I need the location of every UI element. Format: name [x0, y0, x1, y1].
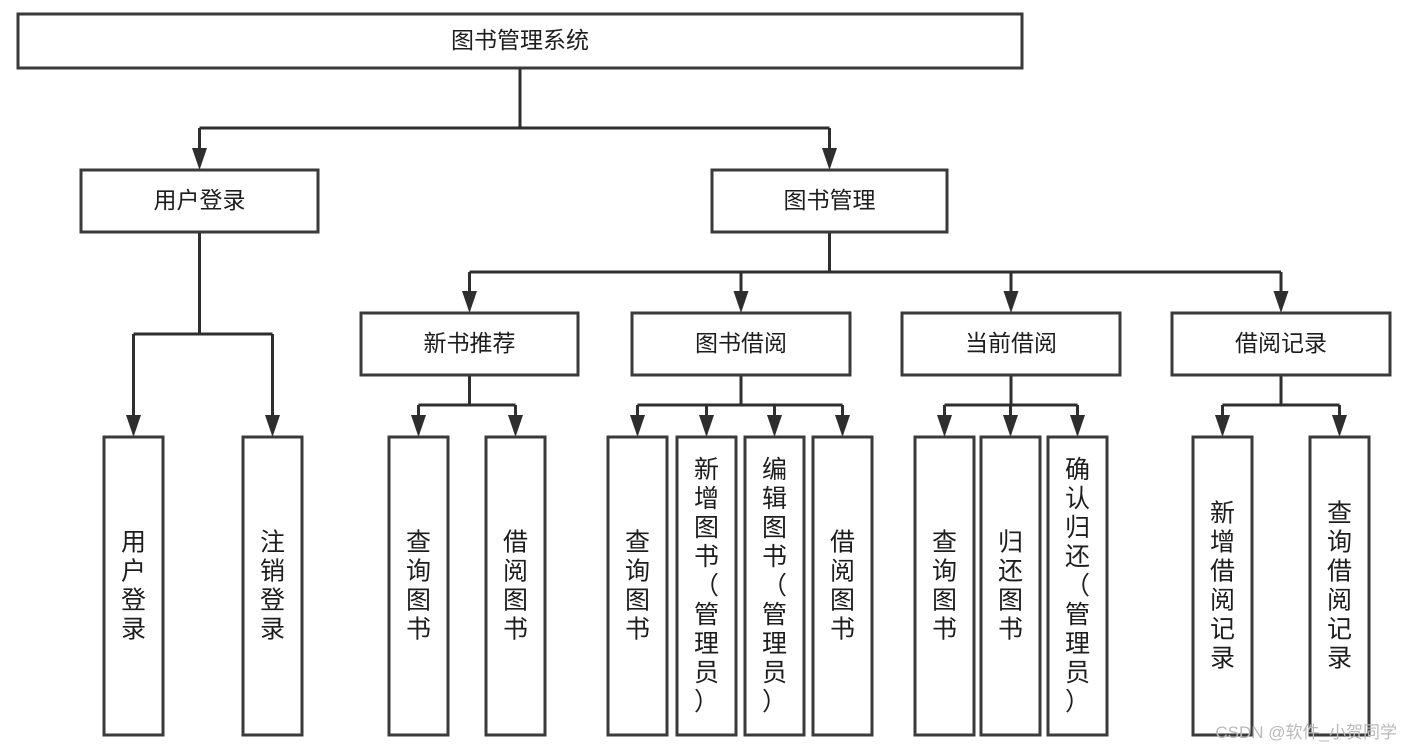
connector-group-login	[126, 232, 280, 437]
watermark-label: CSDN @软件_小贺同学	[1215, 723, 1397, 742]
node-leaf-new-borrow[interactable]: 借阅图书	[484, 435, 547, 737]
node-box-leaf-current-query[interactable]	[913, 435, 976, 737]
node-box-record[interactable]	[1170, 311, 1392, 377]
arrow-head-icon	[767, 415, 782, 437]
node-label-leaf-record-query: 查询借阅记录	[1327, 500, 1352, 673]
node-label-root: 图书管理系统	[451, 27, 589, 53]
arrow-head-icon	[265, 415, 280, 437]
node-login[interactable]: 用户登录	[79, 168, 320, 234]
node-leaf-borrow-query[interactable]: 查询图书	[606, 435, 669, 737]
node-box-leaf-new-query[interactable]	[387, 435, 450, 737]
node-label-leaf-record-add: 新增借阅记录	[1210, 500, 1235, 673]
node-leaf-borrow-add[interactable]: 新增图书（管理员）	[675, 435, 738, 737]
node-leaf-record-query[interactable]: 查询借阅记录	[1308, 435, 1371, 737]
arrow-head-icon	[192, 148, 207, 170]
node-label-record: 借阅记录	[1235, 330, 1327, 356]
connector-group-borrow	[630, 375, 850, 437]
arrow-head-icon	[733, 291, 749, 313]
node-label-leaf-borrow-add: 新增图书（管理员）	[694, 456, 719, 716]
arrow-head-icon	[411, 415, 426, 437]
node-layer: 图书管理系统用户登录图书管理新书推荐图书借阅当前借阅借阅记录用户登录注销登录查询…	[16, 12, 1392, 737]
node-root[interactable]: 图书管理系统	[16, 12, 1024, 70]
node-leaf-user-login[interactable]: 用户登录	[102, 435, 165, 737]
arrow-head-icon	[1003, 291, 1019, 313]
node-box-borrow[interactable]	[630, 311, 852, 377]
node-label-leaf-user-logout: 注销登录	[260, 529, 285, 644]
node-box-leaf-borrow-query[interactable]	[606, 435, 669, 737]
node-box-current[interactable]	[900, 311, 1122, 377]
node-label-leaf-borrow-lend: 借阅图书	[830, 529, 855, 644]
node-box-leaf-record-add[interactable]	[1191, 435, 1254, 737]
node-leaf-current-confirm[interactable]: 确认归还（管理员）	[1046, 435, 1109, 737]
connector-group-record	[1215, 375, 1347, 437]
node-leaf-record-add[interactable]: 新增借阅记录	[1191, 435, 1254, 737]
arrow-head-icon	[462, 291, 477, 313]
arrow-head-icon	[508, 415, 523, 437]
node-box-leaf-record-query[interactable]	[1308, 435, 1371, 737]
node-borrow[interactable]: 图书借阅	[630, 311, 852, 377]
node-box-leaf-borrow-lend[interactable]	[811, 435, 874, 737]
node-label-leaf-borrow-query: 查询图书	[625, 529, 650, 644]
node-label-newbook: 新书推荐	[424, 330, 516, 356]
node-leaf-user-logout[interactable]: 注销登录	[241, 435, 304, 737]
node-leaf-borrow-edit[interactable]: 编辑图书（管理员）	[743, 435, 806, 737]
arrow-head-icon	[1215, 415, 1230, 437]
connector-group-current	[937, 375, 1085, 437]
node-label-login: 用户登录	[154, 187, 246, 213]
node-label-leaf-current-query: 查询图书	[932, 529, 957, 644]
node-box-newbook[interactable]	[359, 311, 580, 377]
node-leaf-current-return[interactable]: 归还图书	[979, 435, 1042, 737]
arrow-head-icon	[699, 415, 714, 437]
node-box-root[interactable]	[16, 12, 1024, 70]
arrow-head-icon	[937, 415, 952, 437]
arrow-head-icon	[822, 148, 837, 170]
connector-group-bookmgmt	[462, 232, 1289, 313]
node-leaf-new-query[interactable]: 查询图书	[387, 435, 450, 737]
arrow-head-icon	[1332, 415, 1347, 437]
node-box-leaf-new-borrow[interactable]	[484, 435, 547, 737]
arrow-head-icon	[630, 415, 645, 437]
node-label-borrow: 图书借阅	[695, 330, 787, 356]
node-label-leaf-new-borrow: 借阅图书	[503, 529, 528, 644]
node-label-leaf-current-confirm: 确认归还（管理员）	[1065, 456, 1090, 716]
node-label-leaf-user-login: 用户登录	[121, 529, 146, 644]
node-leaf-current-query[interactable]: 查询图书	[913, 435, 976, 737]
node-box-leaf-borrow-add[interactable]	[675, 435, 738, 737]
node-box-login[interactable]	[79, 168, 320, 234]
connector-layer	[126, 68, 1347, 437]
node-box-leaf-current-confirm[interactable]	[1046, 435, 1109, 737]
connector-group-newbook	[411, 375, 523, 437]
node-box-bookmgmt[interactable]	[710, 168, 949, 234]
node-box-leaf-borrow-edit[interactable]	[743, 435, 806, 737]
node-newbook[interactable]: 新书推荐	[359, 311, 580, 377]
node-label-bookmgmt: 图书管理	[784, 187, 876, 213]
arrow-head-icon	[1273, 291, 1289, 313]
node-box-leaf-user-login[interactable]	[102, 435, 165, 737]
node-leaf-borrow-lend[interactable]: 借阅图书	[811, 435, 874, 737]
node-label-current: 当前借阅	[965, 330, 1057, 356]
node-record[interactable]: 借阅记录	[1170, 311, 1392, 377]
node-label-leaf-borrow-edit: 编辑图书（管理员）	[762, 456, 787, 716]
node-label-leaf-current-return: 归还图书	[998, 529, 1023, 644]
arrow-head-icon	[835, 415, 850, 437]
node-box-leaf-user-logout[interactable]	[241, 435, 304, 737]
node-label-leaf-new-query: 查询图书	[406, 529, 431, 644]
arrow-head-icon	[1070, 415, 1085, 437]
node-box-leaf-current-return[interactable]	[979, 435, 1042, 737]
node-current[interactable]: 当前借阅	[900, 311, 1122, 377]
arrow-head-icon	[126, 415, 141, 437]
connector-group-root	[192, 68, 837, 170]
node-bookmgmt[interactable]: 图书管理	[710, 168, 949, 234]
arrow-head-icon	[1003, 415, 1018, 437]
